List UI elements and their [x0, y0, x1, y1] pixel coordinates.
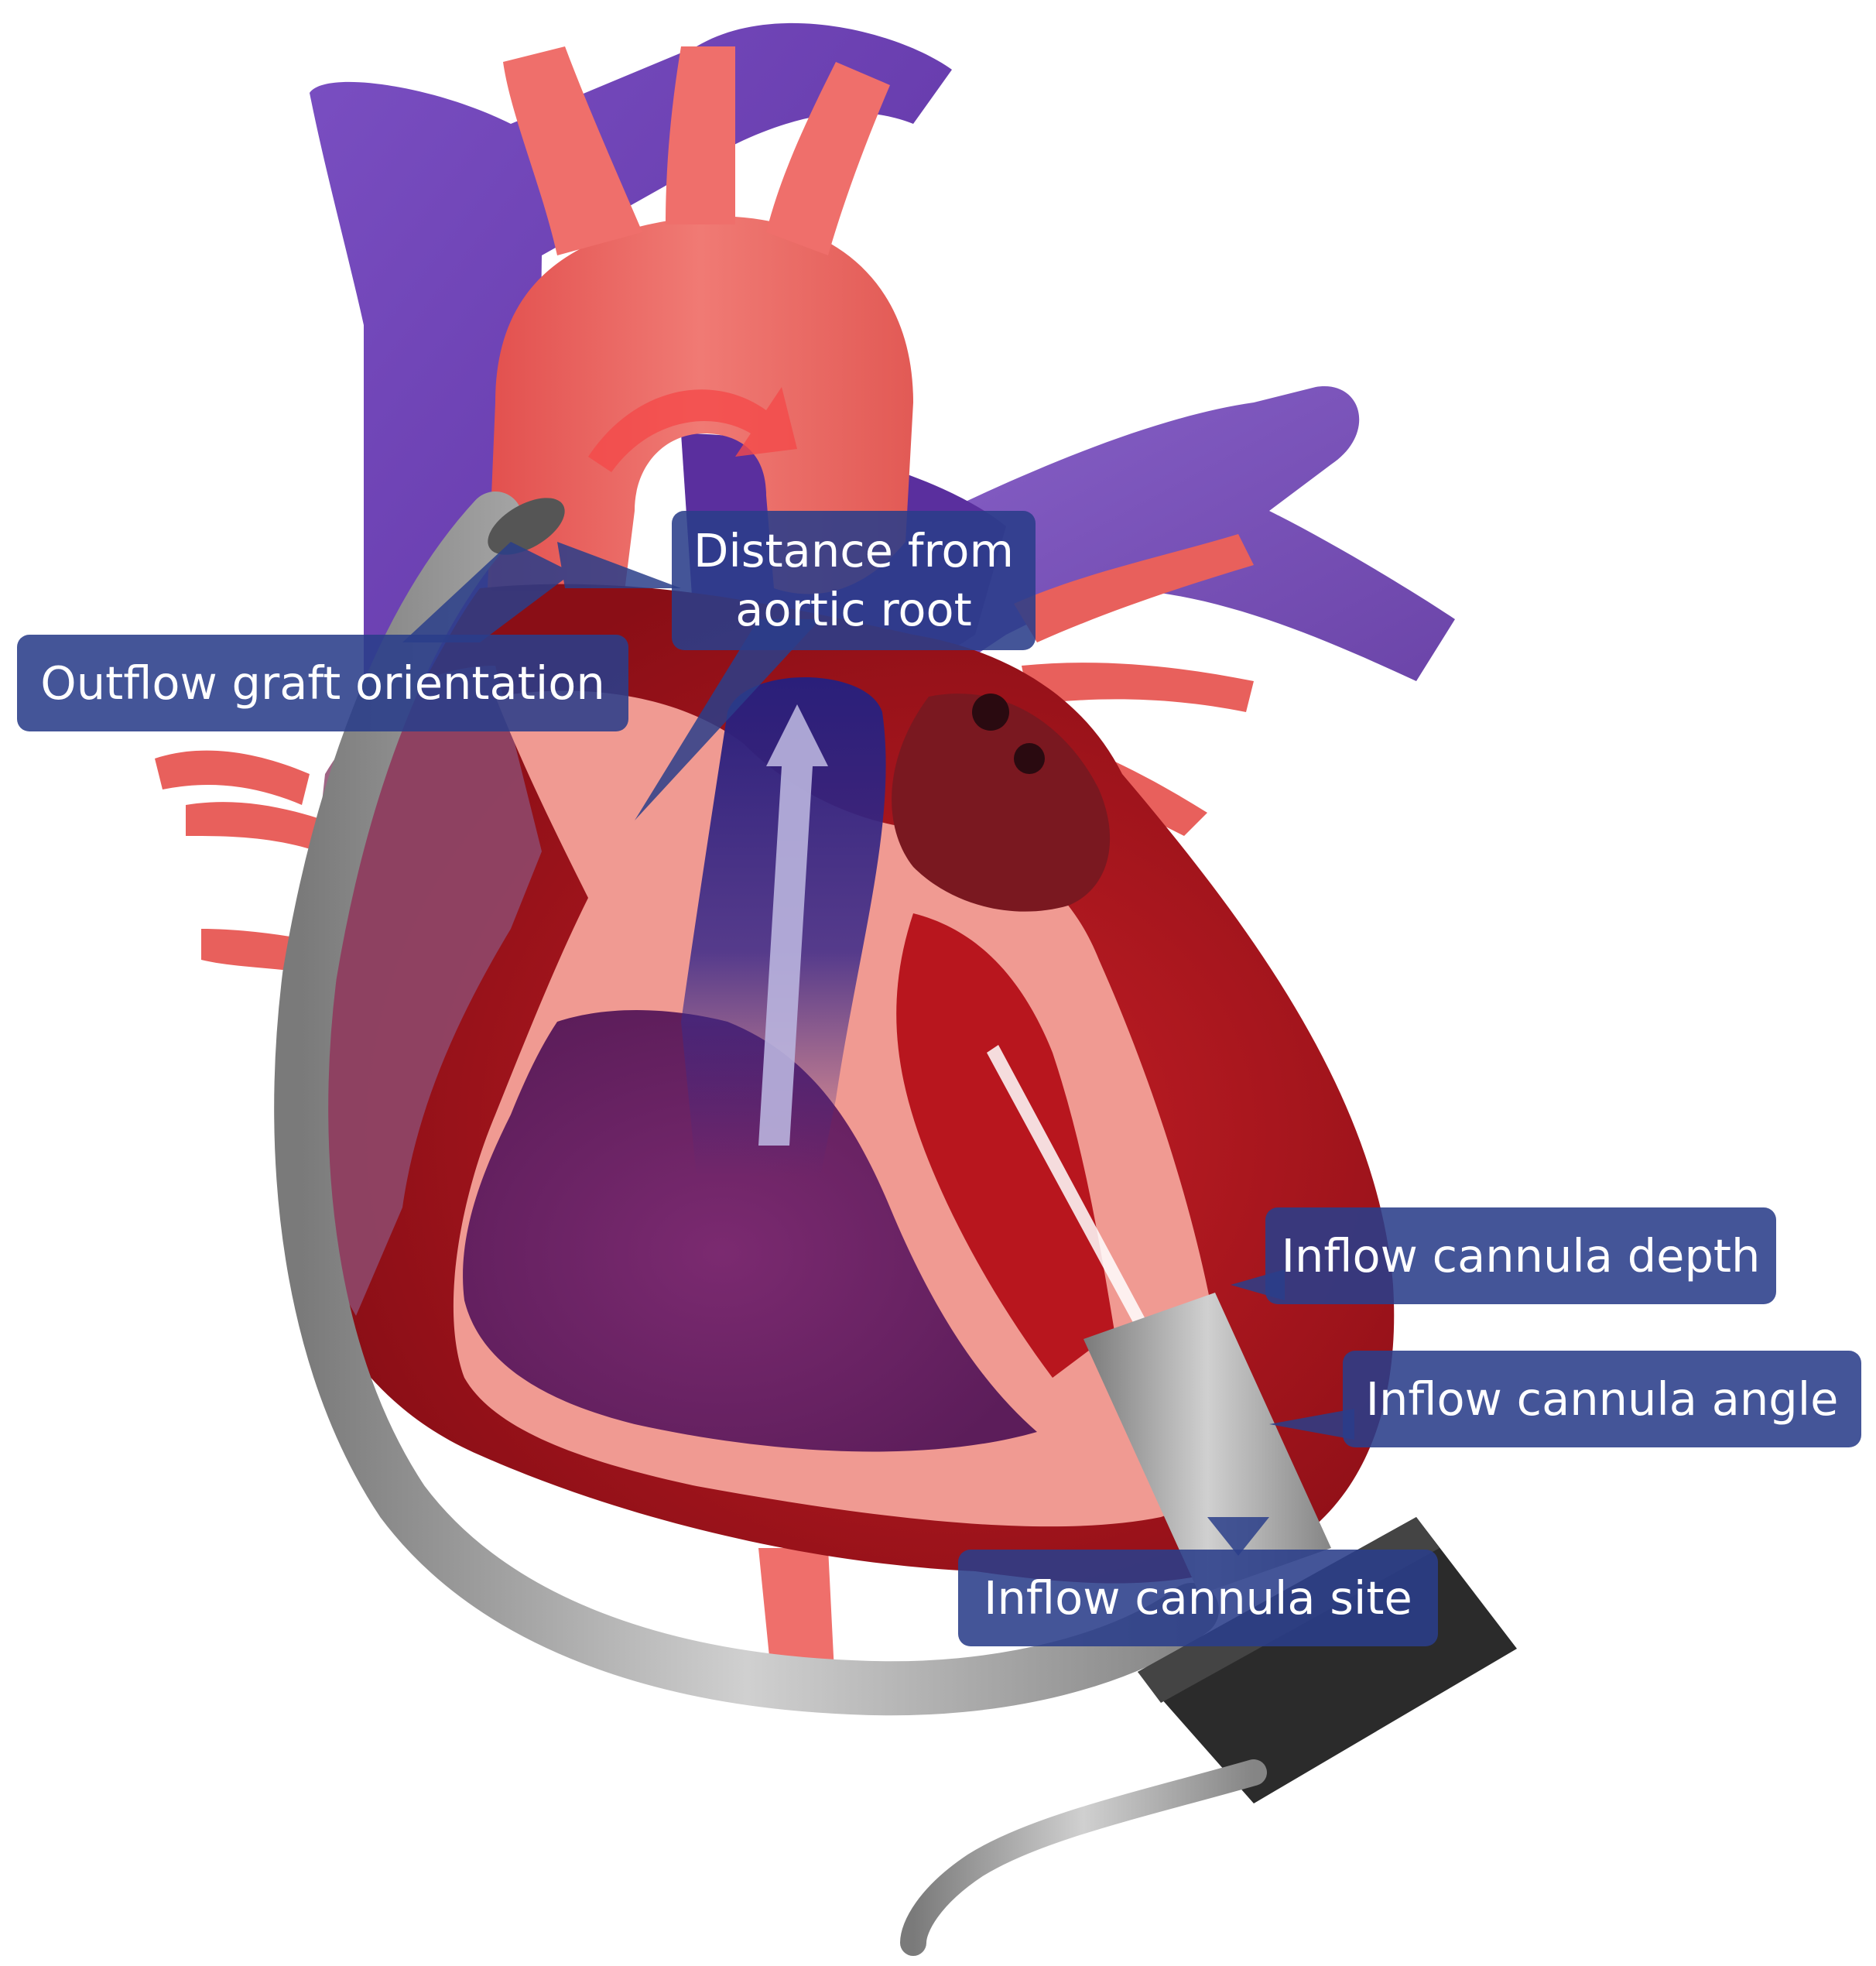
pointer-inflow-cannula-site — [1207, 1517, 1269, 1556]
pointer-outflow-graft-orientation — [402, 542, 573, 642]
callout-inflow-cannula-angle: Inflow cannula angle — [1343, 1351, 1861, 1447]
left-subclavian-artery — [766, 62, 890, 255]
flow-jet — [681, 677, 1200, 1409]
callout-inflow-cannula-angle-text: Inflow cannula angle — [1365, 1372, 1839, 1426]
left-ventricle-cavity — [463, 1010, 1037, 1452]
left-atrium — [892, 694, 1111, 912]
pointer-inflow-cannula-angle — [1269, 1409, 1354, 1440]
aortic-arch-flow-arrow — [588, 387, 797, 472]
left-carotid-artery — [666, 46, 735, 224]
callout-distance-from-aortic-root: Distance from aortic root — [672, 511, 1036, 650]
inflow-arrow — [987, 1045, 1200, 1409]
left-side-branches — [155, 750, 333, 975]
driveline — [900, 1759, 1267, 1956]
inflow-cannula — [1083, 1293, 1331, 1594]
callout-outflow-graft-orientation: Outflow graft orientation — [17, 635, 628, 731]
pulmonary-vein-opening-2 — [1014, 743, 1045, 774]
jet-arrow — [758, 704, 828, 1146]
callout-inflow-cannula-site-text: Inflow cannula site — [984, 1570, 1412, 1625]
pointer-distance-from-aortic-root-to-jet — [635, 619, 820, 820]
callout-inflow-cannula-site: Inflow cannula site — [958, 1550, 1438, 1646]
pointer-distance-from-aortic-root-to-root — [557, 542, 681, 588]
callout-inflow-cannula-depth: Inflow cannula depth — [1265, 1207, 1776, 1304]
brachiocephalic-artery — [503, 46, 642, 255]
right-ventricle-cavity — [896, 913, 1114, 1378]
pulmonary-vein-opening-1 — [972, 694, 1009, 731]
outflow-graft-anastomosis — [488, 498, 565, 555]
callout-distance-line-1: Distance from — [693, 524, 1015, 578]
callout-distance-line-2: aortic root — [735, 583, 972, 636]
callout-inflow-cannula-depth-text: Inflow cannula depth — [1281, 1228, 1761, 1283]
callout-outflow-graft-orientation-text: Outflow graft orientation — [40, 656, 605, 710]
outflow-graft — [274, 492, 1219, 1716]
